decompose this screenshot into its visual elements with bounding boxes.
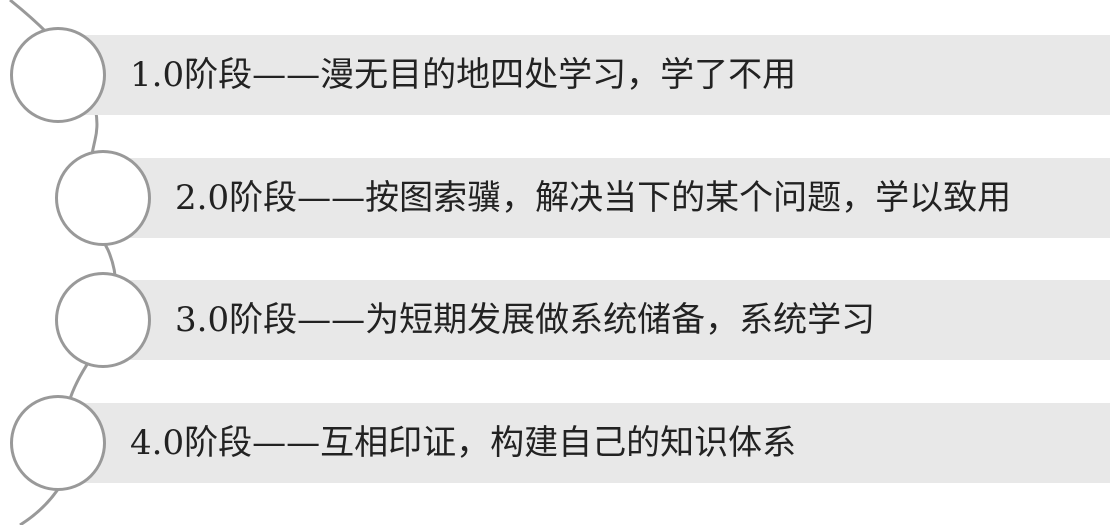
stage-label-4: 4.0阶段——互相印证，构建自己的知识体系	[130, 423, 797, 463]
stage-circle-1	[10, 27, 106, 123]
stage-circle-4	[10, 395, 106, 491]
stage-bar-2	[125, 158, 1110, 238]
stage-label-2: 2.0阶段——按图索骥，解决当下的某个问题，学以致用	[175, 178, 1012, 218]
stage-circle-3	[55, 272, 151, 368]
stage-bar-3	[125, 280, 1110, 360]
stage-circle-2	[55, 150, 151, 246]
stage-label-3: 3.0阶段——为短期发展做系统储备，系统学习	[175, 300, 876, 340]
stage-bar-4	[80, 403, 1110, 483]
stage-bar-1	[80, 35, 1110, 115]
stage-label-1: 1.0阶段——漫无目的地四处学习，学了不用	[130, 55, 797, 95]
